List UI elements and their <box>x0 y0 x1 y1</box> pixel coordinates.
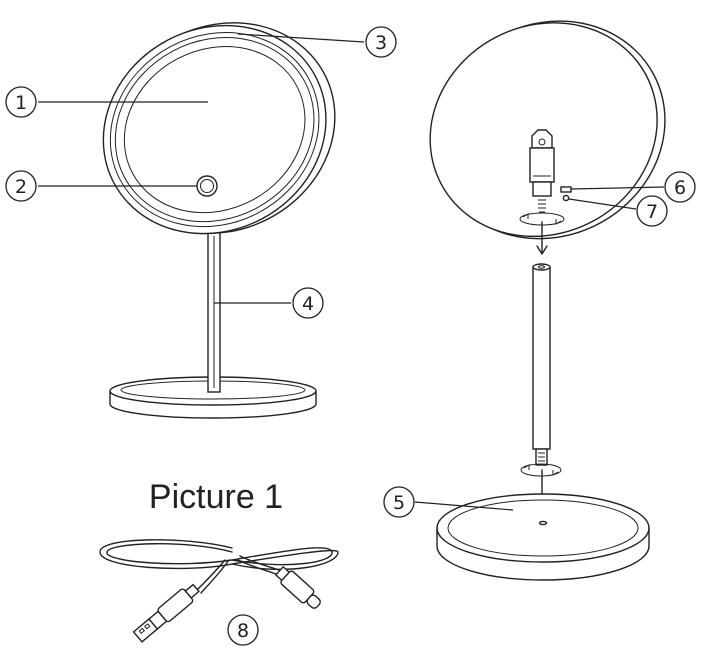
touch-button <box>196 175 218 197</box>
svg-text:4: 4 <box>302 293 314 315</box>
callout-3: 3 <box>365 26 397 58</box>
assembled-stem <box>207 231 221 393</box>
callout-1: 1 <box>5 86 37 118</box>
svg-text:1: 1 <box>15 92 27 114</box>
usb-c-plug <box>274 565 321 609</box>
stem-rod <box>520 263 562 477</box>
callout-5: 5 <box>383 486 415 518</box>
callout-4: 4 <box>292 287 324 319</box>
mirror-connector <box>519 129 565 226</box>
svg-text:8: 8 <box>237 620 249 642</box>
svg-text:6: 6 <box>674 177 686 199</box>
svg-text:7: 7 <box>646 201 658 223</box>
assembled-mirror-head <box>102 22 336 235</box>
assembled-mirror <box>102 22 336 419</box>
usb-a-plug <box>132 583 200 643</box>
svg-text:5: 5 <box>393 492 405 514</box>
exploded-view <box>429 20 666 581</box>
usb-cable <box>99 539 339 643</box>
usb-port <box>560 186 572 193</box>
svg-text:2: 2 <box>15 176 27 198</box>
callout-6: 6 <box>664 171 696 203</box>
callout-8: 8 <box>227 614 259 646</box>
picture-caption: Picture 1 <box>149 478 283 516</box>
indicator-light <box>562 194 570 202</box>
svg-text:3: 3 <box>375 32 387 54</box>
callout-2: 2 <box>5 170 37 202</box>
separate-base <box>436 493 650 581</box>
callout-7: 7 <box>636 195 668 227</box>
callouts: 1 2 3 4 5 6 <box>5 26 696 646</box>
